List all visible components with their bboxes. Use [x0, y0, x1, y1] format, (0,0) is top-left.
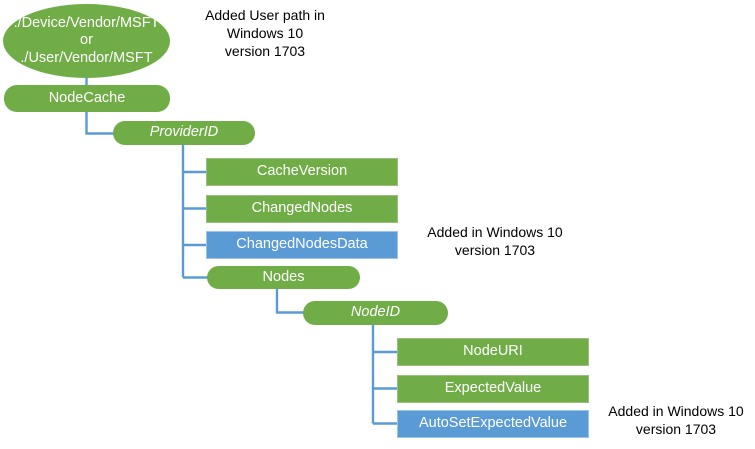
node-cacheversion[interactable]: CacheVersion	[206, 158, 398, 186]
node-changednodesdata[interactable]: ChangedNodesData	[206, 231, 398, 259]
connector-nodes-to-nodeid	[275, 288, 304, 314]
node-autosetexpectedvalue[interactable]: AutoSetExpectedValue	[397, 410, 589, 438]
connector-nodecache-to-providerid	[85, 112, 114, 135]
node-changednodes[interactable]: ChangedNodes	[206, 195, 398, 223]
node-providerid[interactable]: ProviderID	[113, 121, 255, 145]
node-nodeid[interactable]: NodeID	[303, 301, 448, 325]
node-nodes[interactable]: Nodes	[207, 266, 360, 289]
node-root-path[interactable]: ./Device/Vendor/MSFT or ./User/Vendor/MS…	[3, 4, 170, 78]
node-nodeuri[interactable]: NodeURI	[397, 338, 589, 366]
annotation-added-user-path: Added User path in Windows 10 version 17…	[205, 7, 325, 59]
node-expectedvalue[interactable]: ExpectedValue	[397, 375, 589, 403]
node-nodecache[interactable]: NodeCache	[4, 85, 170, 112]
annotation-added-changednodesdata: Added in Windows 10 version 1703	[427, 224, 563, 258]
annotation-added-autosetexpectedvalue: Added in Windows 10 version 1703	[608, 403, 744, 437]
